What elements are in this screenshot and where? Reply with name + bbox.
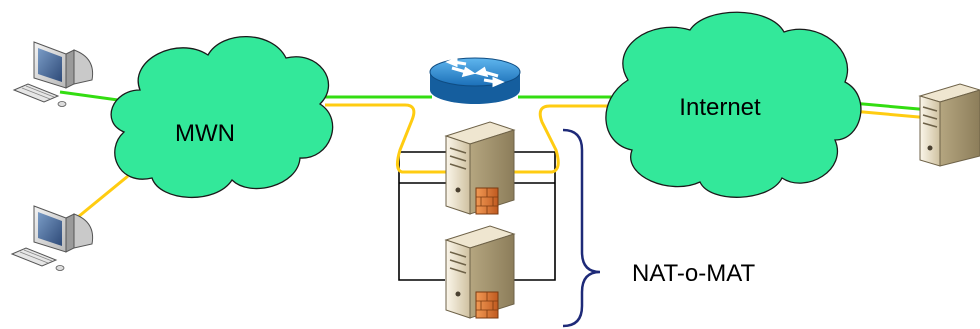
- desktop-computer-icon: [10, 205, 94, 271]
- cloud-icon: [605, 11, 862, 198]
- cloud-label-mwn: MWN: [175, 120, 235, 147]
- server-icon: [918, 83, 980, 167]
- link-internet-server-nat: [851, 109, 931, 120]
- link-nat-frame: [398, 172, 556, 281]
- router-icon: [429, 56, 521, 104]
- cloud-internet: Internet: [605, 11, 862, 198]
- nat-label: NAT-o-MAT: [632, 260, 755, 287]
- router: [429, 56, 521, 104]
- nat-server-1: [444, 121, 516, 215]
- client-computer-2: [10, 205, 94, 271]
- brace-icon: [562, 128, 601, 328]
- link-mwn-nat-yellow: [325, 103, 448, 174]
- link-nat-internet-yellow: [510, 104, 625, 174]
- desktop-computer-icon: [12, 41, 94, 107]
- nat-server-2: [444, 225, 516, 319]
- link-internet-server: [851, 101, 931, 112]
- internet-server: [918, 83, 980, 167]
- cloud-mwn: MWN: [110, 36, 334, 199]
- firewall-icon: [475, 187, 499, 215]
- client-computer-1: [12, 41, 94, 107]
- firewall-icon: [475, 291, 499, 319]
- nat-group-brace: [562, 128, 601, 328]
- cloud-icon: [110, 36, 334, 199]
- cloud-label-internet: Internet: [679, 94, 761, 121]
